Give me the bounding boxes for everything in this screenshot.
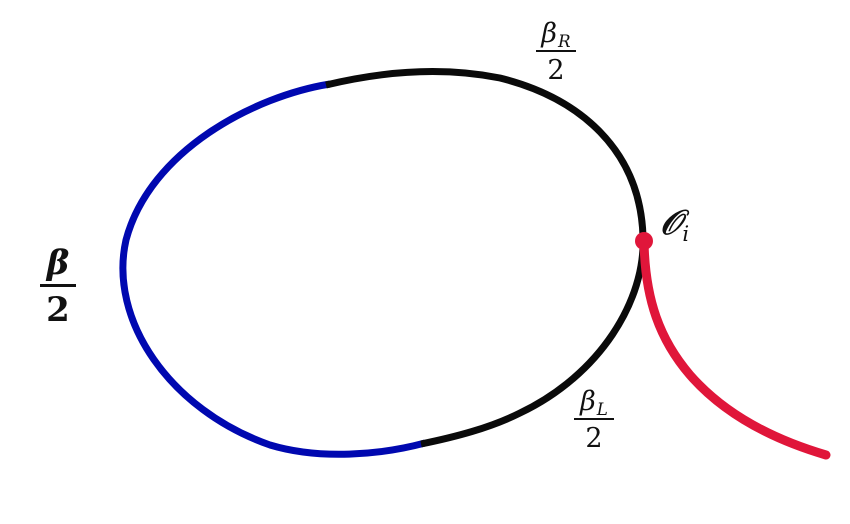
red-external-leg — [639, 236, 831, 460]
beta-r-subscript: R — [558, 30, 571, 51]
beta-half-numerator: β — [46, 243, 70, 283]
label-beta-r-half: βR 2 — [536, 20, 576, 84]
fraction-bar — [40, 284, 76, 287]
label-vertex-operator: 𝒪i — [660, 203, 689, 244]
black-arc-beta-r-half — [325, 68, 647, 237]
label-beta-half: β 2 — [40, 246, 76, 327]
fraction-bar — [536, 50, 576, 52]
vertex-dot — [635, 232, 653, 250]
label-beta-l-half: βL 2 — [574, 388, 614, 452]
beta-r-denominator: 2 — [547, 55, 565, 86]
beta-l-subscript: L — [596, 398, 608, 419]
vertex-symbol: 𝒪 — [660, 203, 682, 243]
beta-l-denominator: 2 — [585, 423, 603, 454]
vertex-subscript: i — [682, 220, 690, 246]
black-arc-beta-l-half — [420, 235, 647, 448]
beta-r-symbol: β — [541, 18, 557, 49]
blue-arc-beta-half — [119, 80, 426, 458]
fraction-bar — [574, 418, 614, 420]
beta-l-symbol: β — [580, 386, 596, 417]
beta-half-denominator: 2 — [46, 290, 70, 330]
